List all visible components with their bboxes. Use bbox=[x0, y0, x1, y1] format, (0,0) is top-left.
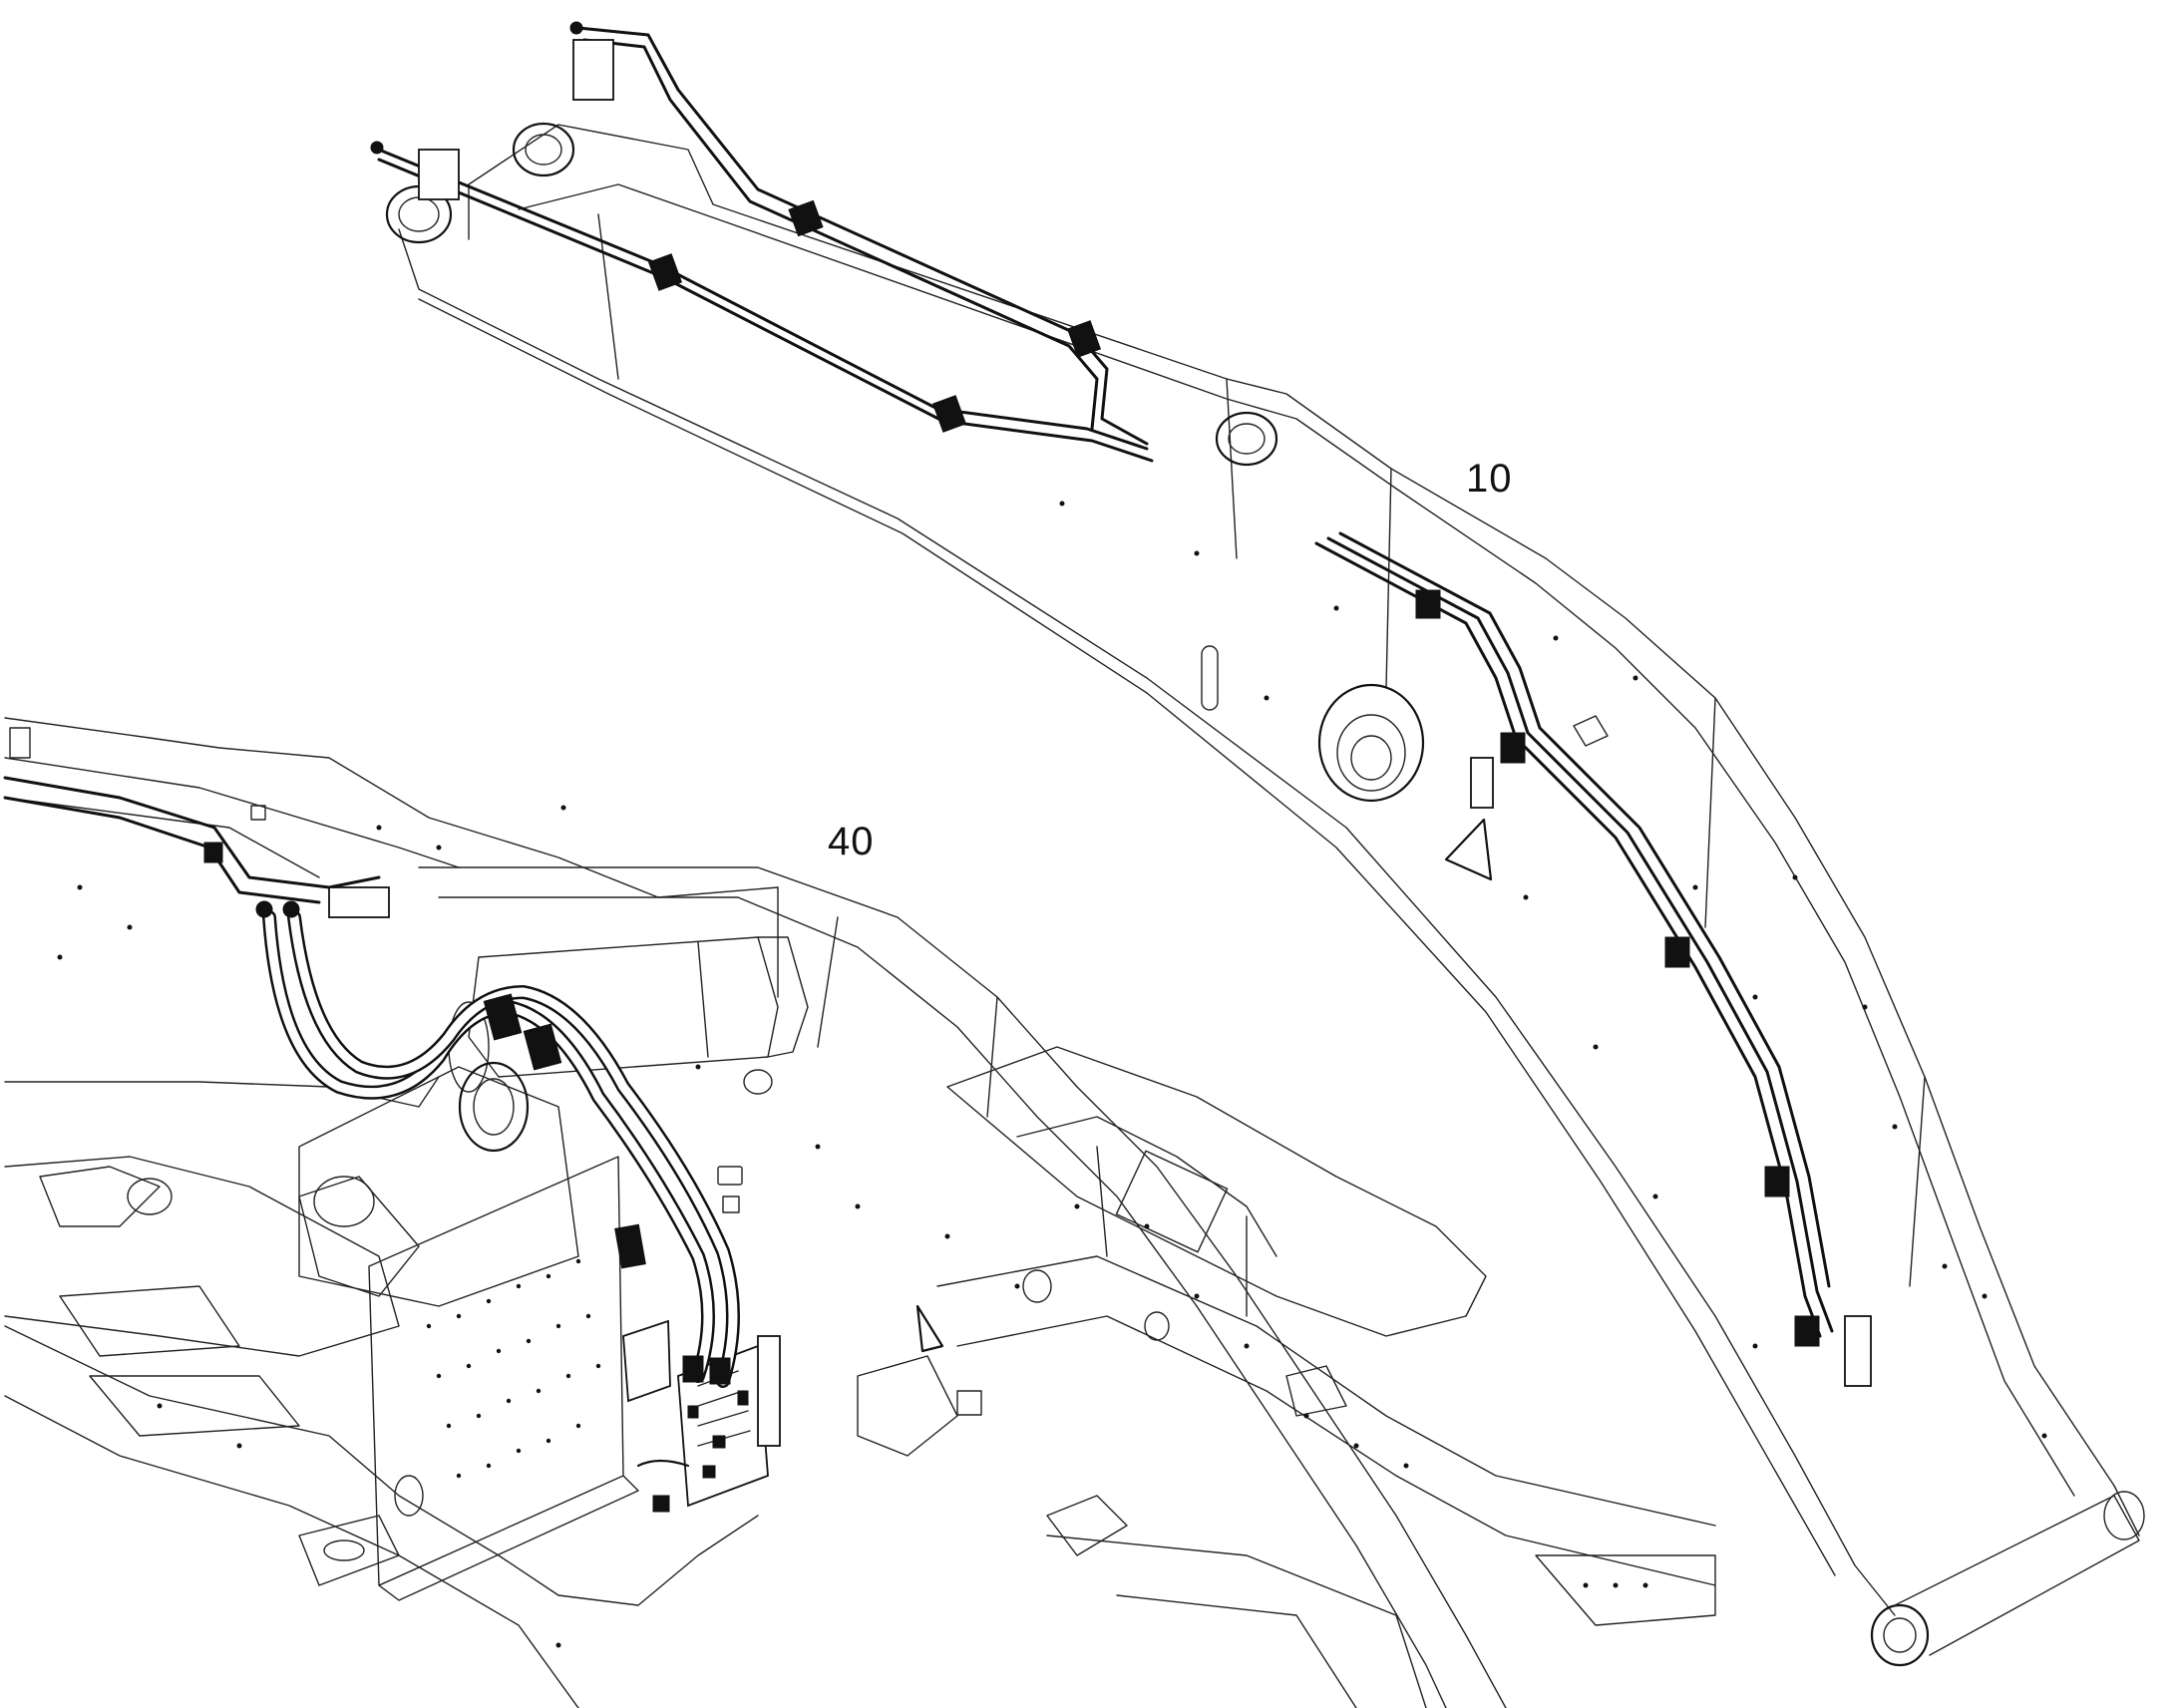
valve-mount-plate bbox=[368, 1156, 624, 1586]
pipe-clamp bbox=[931, 395, 967, 433]
callout-boom: 10 bbox=[1466, 457, 1513, 501]
cylinder-mount-boss bbox=[512, 122, 575, 177]
chassis-end-plate bbox=[1535, 1554, 1716, 1626]
boom-bottom-edge bbox=[398, 228, 1896, 1616]
pipe-clamp bbox=[203, 842, 223, 863]
pipe-fitting-bracket bbox=[1844, 1315, 1872, 1387]
boom-bottom-edge-inner bbox=[418, 298, 1836, 1576]
arm-block bbox=[9, 727, 31, 759]
boom-pipe-c bbox=[1314, 541, 1822, 1338]
frame-assembly bbox=[4, 717, 1716, 1708]
frame-arm-edge bbox=[4, 757, 460, 878]
boom-tip-pin bbox=[1870, 1603, 1930, 1667]
boom-slot bbox=[1201, 645, 1219, 711]
pedestal-pin-bore bbox=[458, 1061, 530, 1153]
boom-pipe-a bbox=[372, 146, 1149, 451]
hose-clamp bbox=[614, 1223, 646, 1269]
chassis-left bbox=[4, 1156, 400, 1357]
frame-pipe bbox=[3, 776, 381, 889]
pipe-clamp bbox=[1794, 1315, 1820, 1347]
boom-side-panel bbox=[468, 183, 1926, 1287]
frame-block bbox=[956, 1390, 982, 1416]
plate-holes bbox=[426, 1258, 601, 1479]
hose-fitting-bracket bbox=[328, 886, 390, 918]
pipe-clamp bbox=[1066, 320, 1102, 358]
hydraulic-hose bbox=[262, 910, 715, 1383]
pipe-clamp bbox=[1664, 936, 1690, 968]
plate-port bbox=[394, 1475, 424, 1517]
boom-top-edge-inner bbox=[518, 183, 2075, 1497]
pipe-clamp bbox=[1500, 732, 1526, 764]
boom-block bbox=[1573, 715, 1609, 747]
chassis-right bbox=[946, 1046, 1487, 1337]
pipe-clamp bbox=[1764, 1166, 1790, 1197]
pipe-clamp bbox=[788, 199, 824, 237]
hose-clamp bbox=[523, 1023, 562, 1071]
hose-clamp bbox=[483, 993, 523, 1041]
frame-arm-top bbox=[4, 717, 779, 898]
boom-foot-pedestal bbox=[298, 1066, 579, 1307]
pipe-clamp bbox=[1415, 589, 1441, 619]
hose-fitting bbox=[709, 1357, 731, 1385]
pipe-fitting-bracket bbox=[1470, 757, 1494, 809]
hose-fitting bbox=[682, 1355, 704, 1383]
boom-bolt-holes bbox=[1059, 501, 2047, 1439]
pedestal-ear bbox=[298, 1176, 420, 1297]
chassis-cutout bbox=[39, 1166, 161, 1227]
boom-pipe-b bbox=[576, 26, 1149, 446]
frame-hydraulic-lines bbox=[3, 776, 740, 1388]
frame-main-beam bbox=[418, 866, 1507, 1708]
frame-block bbox=[250, 805, 266, 821]
callout-frame: 40 bbox=[828, 820, 875, 863]
boom-pipe-lines bbox=[370, 21, 1872, 1387]
pipe-fitting-block bbox=[418, 149, 460, 200]
chassis-plate bbox=[1115, 1150, 1229, 1253]
frame-bolt-holes bbox=[57, 805, 1648, 1648]
boom-lower-bracket bbox=[1444, 818, 1493, 881]
pipe-fitting-block bbox=[572, 39, 614, 101]
boom-assembly bbox=[385, 122, 2145, 1667]
boom-boss bbox=[1317, 683, 1425, 803]
boom-top-edge bbox=[468, 124, 2140, 1537]
boom-cylinder-pin bbox=[1215, 411, 1278, 467]
pipe-clamp bbox=[647, 253, 683, 291]
frame-block bbox=[722, 1196, 740, 1213]
valve-bracket bbox=[757, 1335, 781, 1447]
frame-block bbox=[717, 1166, 743, 1186]
